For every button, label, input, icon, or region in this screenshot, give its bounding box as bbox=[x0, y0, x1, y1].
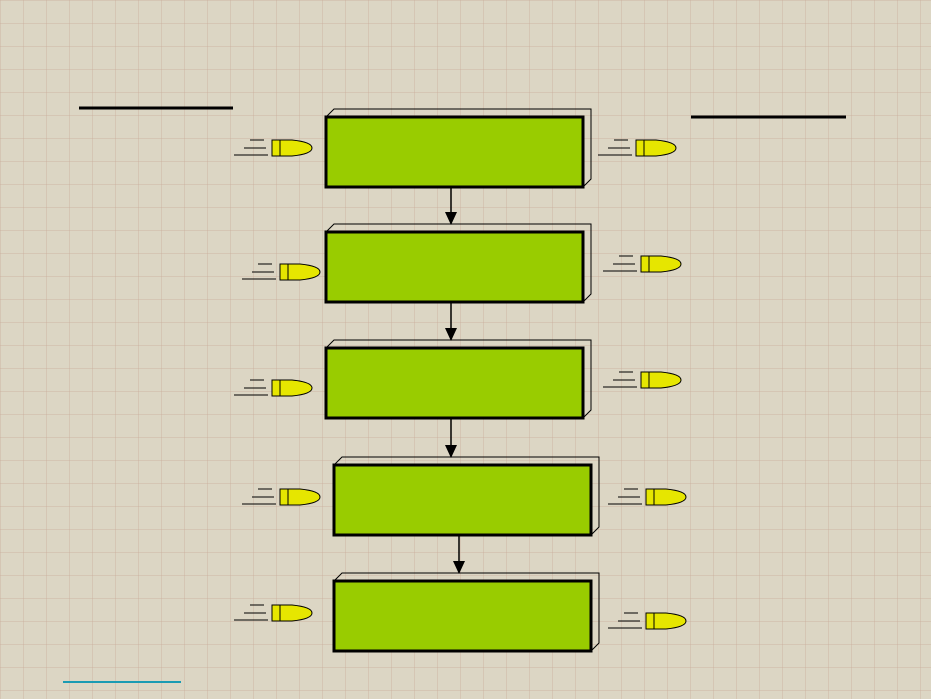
bullet-icon bbox=[608, 612, 687, 630]
bullet-body bbox=[640, 255, 682, 273]
bullet-body bbox=[279, 488, 321, 506]
bullet-body bbox=[271, 139, 313, 157]
bullet-icon bbox=[603, 371, 682, 389]
flow-box-1 bbox=[324, 108, 592, 189]
bullet-icon bbox=[242, 263, 321, 281]
bullet-body bbox=[645, 488, 687, 506]
bullet-icon bbox=[598, 139, 677, 157]
bullet-icon bbox=[234, 139, 313, 157]
flow-box-3 bbox=[324, 339, 592, 420]
flow-box-2 bbox=[324, 223, 592, 304]
box-face bbox=[324, 346, 585, 420]
down-arrow-2 bbox=[445, 303, 457, 341]
box-face bbox=[332, 463, 593, 537]
box-depth-frame bbox=[333, 456, 600, 536]
bullet-body bbox=[279, 263, 321, 281]
box-depth-frame bbox=[325, 108, 592, 188]
arrow-head bbox=[445, 445, 457, 458]
bullet-body bbox=[645, 612, 687, 630]
flow-box-4 bbox=[332, 456, 600, 537]
box-depth-frame bbox=[333, 572, 600, 652]
arrow-head bbox=[445, 328, 457, 341]
down-arrow-1 bbox=[445, 187, 457, 225]
bullet-body bbox=[635, 139, 677, 157]
bullet-body bbox=[271, 379, 313, 397]
box-depth-frame bbox=[325, 223, 592, 303]
arrow-head bbox=[453, 561, 465, 574]
box-depth-frame bbox=[325, 339, 592, 419]
down-arrow-4 bbox=[453, 536, 465, 574]
bullet-icon bbox=[603, 255, 682, 273]
flow-box-5 bbox=[332, 572, 600, 653]
bullet-body bbox=[640, 371, 682, 389]
box-face bbox=[332, 579, 593, 653]
bullet-icon bbox=[234, 379, 313, 397]
bullet-icon bbox=[608, 488, 687, 506]
box-face bbox=[324, 230, 585, 304]
bullet-body bbox=[271, 604, 313, 622]
box-face bbox=[324, 115, 585, 189]
bullet-icon bbox=[242, 488, 321, 506]
down-arrow-3 bbox=[445, 419, 457, 458]
arrow-head bbox=[445, 212, 457, 225]
bullet-icon bbox=[234, 604, 313, 622]
